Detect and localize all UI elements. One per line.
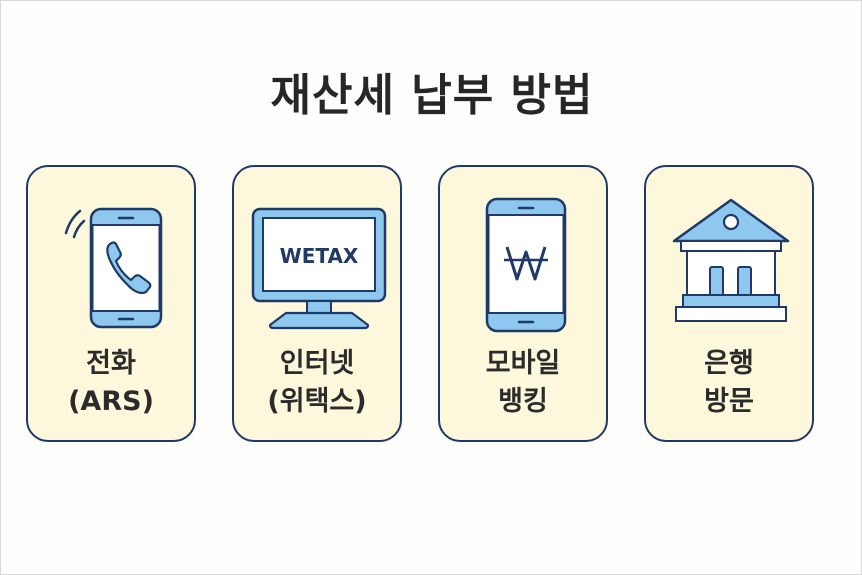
method-card-phone: 전화 (ARS) xyxy=(26,165,196,442)
method-label-line1: 은행 xyxy=(704,348,754,379)
smartphone-phone-icon xyxy=(28,197,194,337)
method-card-internet: WETAX 인터넷 (위택스) xyxy=(232,165,402,442)
bank-building-icon xyxy=(646,197,812,337)
method-card-bank-visit: 은행 방문 xyxy=(644,165,814,442)
method-label: 은행 방문 xyxy=(646,345,812,421)
wetax-screen-text: WETAX xyxy=(280,244,359,268)
method-label-line1: 모바일 xyxy=(485,348,561,379)
method-label-line1: 전화 xyxy=(86,348,136,379)
smartphone-won-icon xyxy=(440,197,606,337)
method-label-line2: 뱅킹 xyxy=(498,386,548,417)
method-label-line2: (ARS) xyxy=(68,386,154,417)
method-label-line2: (위택스) xyxy=(267,386,367,417)
page-title: 재산세 납부 방법 xyxy=(270,70,594,121)
method-label: 모바일 뱅킹 xyxy=(440,345,606,421)
method-card-mobile-banking: 모바일 뱅킹 xyxy=(438,165,608,442)
method-label: 인터넷 (위택스) xyxy=(234,345,400,421)
computer-monitor-icon: WETAX xyxy=(234,197,400,337)
method-label-line1: 인터넷 xyxy=(279,348,355,379)
method-label: 전화 (ARS) xyxy=(28,345,194,421)
method-label-line2: 방문 xyxy=(704,386,754,417)
